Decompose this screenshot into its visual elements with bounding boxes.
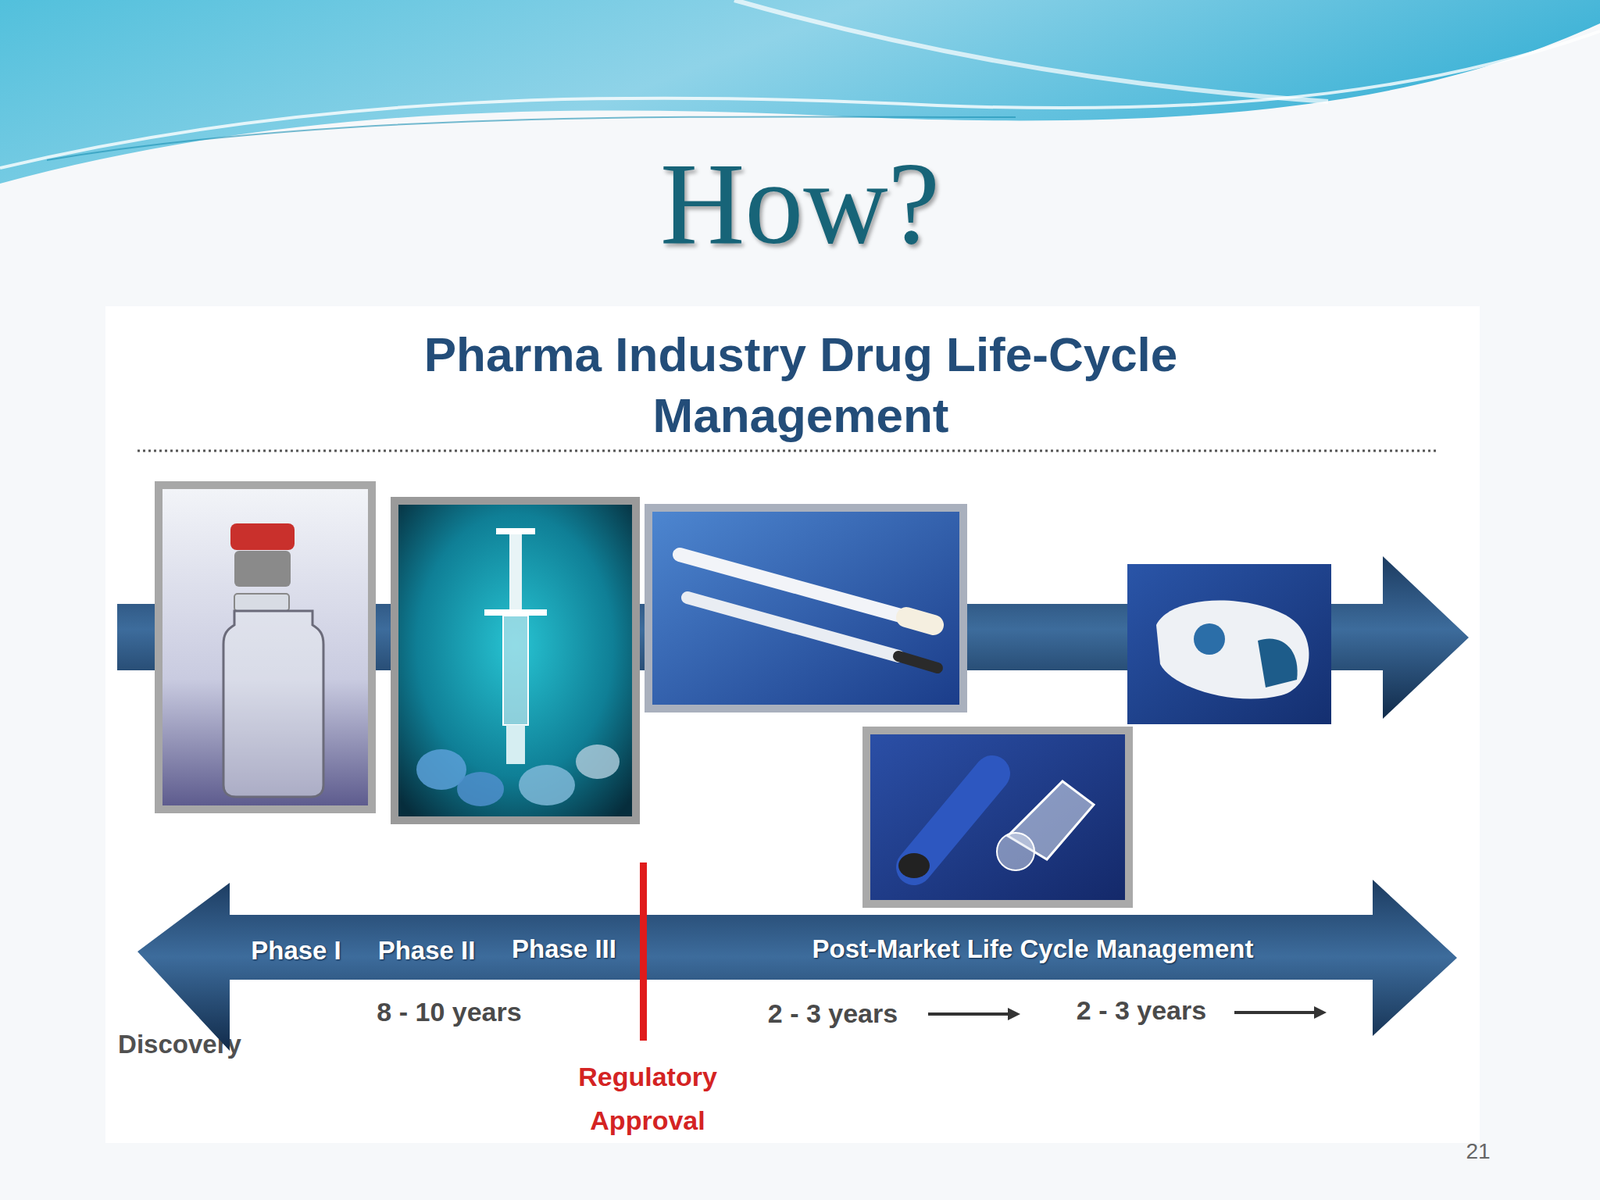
phase-label: Phase III bbox=[511, 934, 617, 965]
pen-photo bbox=[862, 726, 1133, 908]
adapter-cap bbox=[518, 764, 575, 806]
duration-label: 2 - 3 years bbox=[731, 998, 935, 1029]
photo-frame bbox=[862, 726, 1133, 908]
phase-band: Phase I Phase II Phase III Post-Market Life… bbox=[137, 879, 1458, 1051]
patch-pump bbox=[1156, 600, 1309, 700]
photo-background bbox=[870, 734, 1125, 900]
syringe-barrel bbox=[503, 615, 529, 725]
double-arrow-band bbox=[137, 879, 1458, 1051]
injector-tip bbox=[898, 853, 930, 879]
phase-label: Phase II bbox=[378, 935, 476, 966]
dotted-rule bbox=[137, 450, 1440, 453]
page-number: 21 bbox=[1446, 1139, 1510, 1165]
arrow-head bbox=[1007, 1007, 1021, 1021]
stage-label: Discovery bbox=[78, 1029, 282, 1060]
syringe-plunger bbox=[509, 531, 522, 610]
photo-background bbox=[398, 504, 633, 817]
time-arrow bbox=[928, 1012, 1013, 1016]
photo-frame bbox=[154, 481, 376, 814]
milestone-label: Regulatory Approval bbox=[553, 1054, 742, 1143]
vial-cap bbox=[230, 523, 295, 550]
glass-vial bbox=[223, 610, 324, 797]
photo-background bbox=[652, 511, 960, 705]
syringe-photo bbox=[390, 496, 640, 825]
double-arrow-shape bbox=[137, 879, 1458, 1051]
image-panel bbox=[105, 306, 1480, 1143]
photo-background bbox=[162, 489, 368, 806]
vial-photo bbox=[154, 481, 376, 814]
photo-background bbox=[1127, 564, 1332, 725]
wave-streak bbox=[734, 0, 1329, 102]
needle-cap bbox=[898, 656, 938, 668]
pump-button bbox=[1193, 623, 1225, 655]
syringe-flange bbox=[484, 609, 547, 616]
cartridge-end bbox=[996, 832, 1035, 871]
phase-label: Post-Market Life Cycle Management bbox=[812, 934, 1254, 965]
prefilled-syringe-photo bbox=[644, 503, 968, 713]
approval-marker bbox=[639, 862, 647, 1041]
adapter-cap bbox=[575, 744, 620, 779]
photo-frame bbox=[644, 503, 968, 713]
duration-label: 8 - 10 years bbox=[324, 996, 575, 1028]
auto-injector bbox=[914, 773, 993, 868]
time-arrow bbox=[1234, 1010, 1319, 1015]
vial-stopper bbox=[234, 550, 291, 587]
vial-neck bbox=[234, 593, 290, 611]
needle-shield bbox=[906, 617, 934, 625]
phase-label: Phase I bbox=[250, 935, 342, 966]
adapter-cap bbox=[457, 771, 504, 807]
photo-frame bbox=[390, 496, 640, 825]
diagram-heading: Pharma Industry Drug Life-Cycle Manageme… bbox=[292, 324, 1309, 447]
arrow-head bbox=[1314, 1006, 1327, 1019]
plunger-head bbox=[496, 528, 536, 535]
pump-photo bbox=[1127, 564, 1332, 725]
vial-adapter bbox=[506, 725, 525, 765]
pump-cover bbox=[1257, 638, 1298, 688]
duration-label: 2 - 3 years bbox=[1039, 995, 1243, 1026]
syringe bbox=[687, 597, 899, 657]
slide-title: How? bbox=[487, 136, 1113, 270]
